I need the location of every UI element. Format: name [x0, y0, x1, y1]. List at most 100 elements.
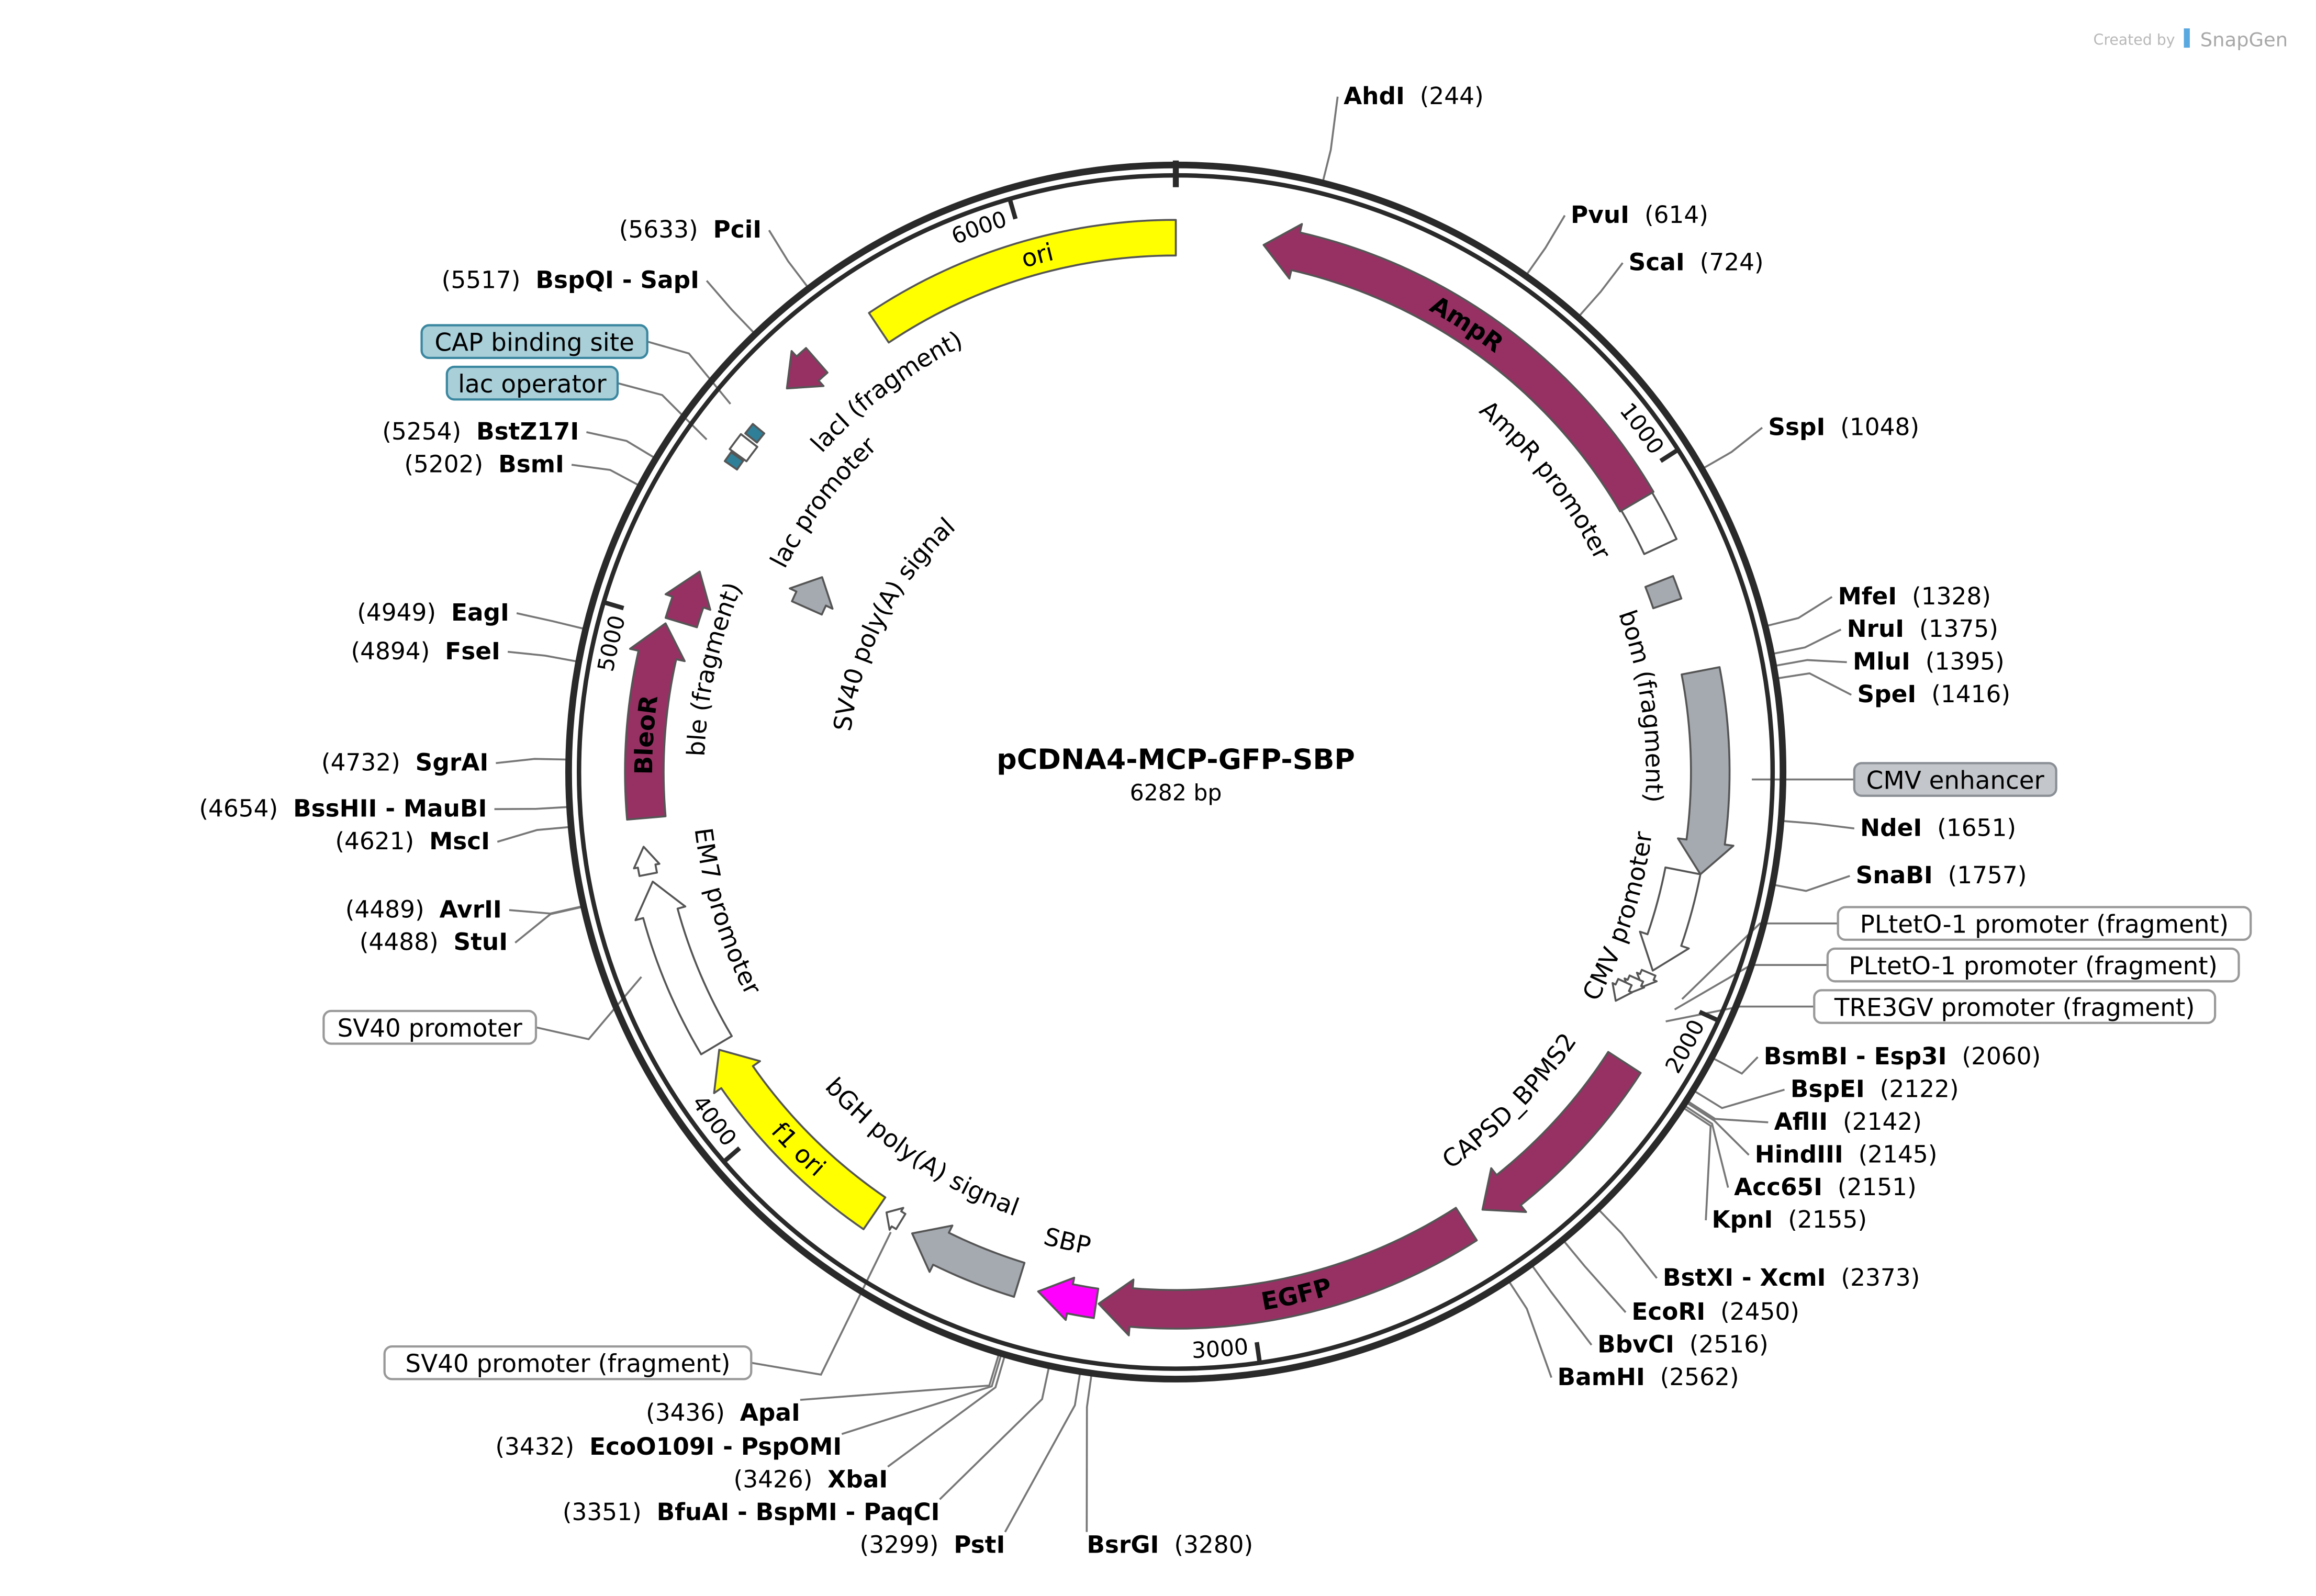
enzyme-site[interactable]: BstXI - XcmI (2373) — [1663, 1264, 1920, 1291]
boxed-label[interactable]: PLtetO-1 promoter (fragment) — [1826, 947, 2240, 983]
feature-cmv-promoter[interactable] — [1639, 866, 1702, 972]
enzyme-site[interactable]: SpeI (1416) — [1858, 680, 2011, 708]
enzyme-name: AhdI — [1344, 82, 1405, 110]
enzyme-site[interactable]: BsmBI - Esp3I (2060) — [1764, 1042, 2041, 1070]
feature-bgh-poly-a-signal[interactable] — [911, 1224, 1026, 1298]
enzyme-site[interactable]: BamHI (2562) — [1558, 1363, 1739, 1391]
feature-laci-fragment[interactable] — [786, 347, 829, 390]
enzyme-name: KpnI — [1712, 1206, 1773, 1233]
boxed-label[interactable]: CMV enhancer — [1853, 762, 2057, 797]
feature-lac-operator[interactable] — [723, 451, 744, 471]
enzyme-name: PciI — [713, 216, 762, 243]
boxed-label[interactable]: PLtetO-1 promoter (fragment) — [1837, 906, 2252, 941]
enzyme-site[interactable]: (4894) FseI — [351, 637, 500, 665]
enzyme-site[interactable]: EcoRI (2450) — [1631, 1298, 1799, 1325]
enzyme-site[interactable]: (4621) MscI — [335, 827, 490, 855]
boxed-label[interactable]: lac operator — [445, 365, 619, 401]
enzyme-site[interactable]: (5517) BspQI - SapI — [442, 266, 699, 294]
enzyme-site[interactable]: SspI (1048) — [1768, 413, 1919, 441]
feature-f1-ori[interactable] — [713, 1049, 887, 1230]
enzyme-name: BsmI — [498, 450, 564, 478]
feature-ampr-promoter[interactable] — [1620, 491, 1678, 555]
tick-mark — [1698, 1009, 1719, 1023]
feature-sv40-promoter-fragment[interactable] — [885, 1207, 907, 1231]
enzyme-site[interactable]: (5254) BstZ17I — [382, 418, 579, 445]
feature-sv40-promoter[interactable] — [634, 880, 733, 1055]
boxed-label-frame — [420, 324, 648, 359]
enzyme-site[interactable]: (3432) EcoO109I - PspOMI — [495, 1433, 842, 1460]
enzyme-site[interactable]: (4488) StuI — [360, 928, 508, 956]
enzyme-site[interactable]: PvuI (614) — [1571, 201, 1708, 229]
enzyme-name: MluI — [1853, 648, 1910, 676]
feature-sv40-poly-a-signal[interactable] — [789, 576, 834, 616]
enzyme-leader — [1774, 628, 1842, 655]
enzyme-site[interactable]: BspEI (2122) — [1791, 1075, 1959, 1103]
boxed-label[interactable]: SV40 promoter (fragment) — [383, 1345, 753, 1380]
feature-capsd-bpms2[interactable] — [1481, 1051, 1642, 1213]
tick-label-text: 6000 — [948, 206, 1010, 250]
feature-cap-binding-site[interactable] — [744, 423, 766, 444]
boxed-label-text: PLtetO-1 promoter (fragment) — [1860, 911, 2229, 939]
spacer — [424, 895, 440, 923]
enzyme-name: BspEI — [1791, 1075, 1865, 1103]
enzyme-site[interactable]: NdeI (1651) — [1860, 814, 2016, 841]
enzyme-site[interactable]: HindIII (2145) — [1755, 1140, 1938, 1168]
spacer — [725, 1399, 740, 1426]
enzyme-name: ApaI — [740, 1399, 800, 1426]
enzyme-site[interactable]: (4654) BssHII - MauBI — [199, 794, 487, 822]
enzyme-leader — [841, 1356, 1002, 1435]
feature-bom-fragment[interactable] — [1644, 575, 1683, 610]
enzyme-site[interactable]: KpnI (2155) — [1712, 1206, 1867, 1233]
feature-em7-promoter[interactable] — [633, 846, 661, 877]
enzyme-site[interactable]: (3299) PstI — [860, 1531, 1005, 1558]
enzyme-position: (3432) — [495, 1433, 574, 1460]
enzyme-site[interactable]: BbvCI (2516) — [1597, 1330, 1769, 1358]
enzyme-site[interactable]: (3351) BfuAI - BspMI - PaqCI — [563, 1498, 940, 1526]
spacer — [1629, 201, 1644, 229]
feature-sbp[interactable] — [1037, 1276, 1100, 1321]
feature-lac-promoter[interactable] — [729, 433, 758, 463]
plasmid-length: 6282 bp — [1130, 780, 1222, 806]
feature-egfp[interactable] — [1098, 1207, 1478, 1336]
enzyme-name: BamHI — [1558, 1363, 1645, 1391]
snapgen-logo: Created by SnapGen — [2094, 28, 2288, 51]
boxed-label[interactable]: CAP binding site — [420, 324, 648, 359]
feature-ble-fragment[interactable] — [664, 570, 711, 628]
boxed-label-leader — [1665, 1005, 1815, 1022]
enzyme-position: (4894) — [351, 637, 430, 665]
spacer — [1865, 1075, 1880, 1103]
enzyme-name: Acc65I — [1734, 1173, 1822, 1201]
tick-mark — [1659, 447, 1680, 463]
enzyme-site[interactable]: BsrGI (3280) — [1087, 1531, 1253, 1558]
feature-bleor[interactable] — [624, 622, 686, 821]
enzyme-site[interactable]: (3426) XbaI — [734, 1466, 888, 1493]
feature-label-sv40-poly-a-signal-text: SV40 poly(A) signal — [829, 512, 960, 733]
feature-ori[interactable] — [868, 219, 1177, 344]
enzyme-site[interactable]: MfeI (1328) — [1838, 582, 1991, 610]
enzyme-leader — [1684, 1108, 1712, 1221]
spacer — [642, 1498, 657, 1526]
enzyme-name: XbaI — [827, 1466, 888, 1493]
enzyme-name: EcoRI — [1631, 1298, 1705, 1325]
feature-cmv-enhancer[interactable] — [1677, 666, 1735, 875]
enzyme-site[interactable]: ScaI (724) — [1629, 249, 1764, 276]
enzyme-site[interactable]: (5202) BsmI — [404, 450, 564, 478]
enzyme-site[interactable]: Acc65I (2151) — [1734, 1173, 1917, 1201]
enzyme-site[interactable]: (4949) EagI — [357, 599, 509, 626]
enzyme-site[interactable]: (3436) ApaI — [646, 1399, 800, 1426]
enzyme-site[interactable]: (5633) PciI — [619, 216, 762, 243]
enzyme-site[interactable]: (4489) AvrII — [345, 895, 502, 923]
enzyme-site[interactable]: AhdI (244) — [1344, 82, 1484, 110]
enzyme-site[interactable]: (4732) SgrAI — [321, 749, 488, 777]
enzyme-site[interactable]: MluI (1395) — [1853, 648, 2005, 676]
enzyme-site[interactable]: SnaBI (1757) — [1856, 861, 2027, 889]
enzyme-site[interactable]: NruI (1375) — [1847, 615, 1998, 643]
boxed-label-frame — [1813, 989, 2217, 1024]
feature-ampr[interactable] — [1262, 223, 1654, 513]
feature-tre3gv-promoter-fragment[interactable] — [1612, 977, 1633, 1002]
boxed-label[interactable]: TRE3GV promoter (fragment) — [1813, 989, 2217, 1024]
enzyme-site[interactable]: AflII (2142) — [1774, 1108, 1922, 1136]
spacer — [1674, 1330, 1690, 1358]
boxed-label[interactable]: SV40 promoter — [322, 1009, 538, 1045]
